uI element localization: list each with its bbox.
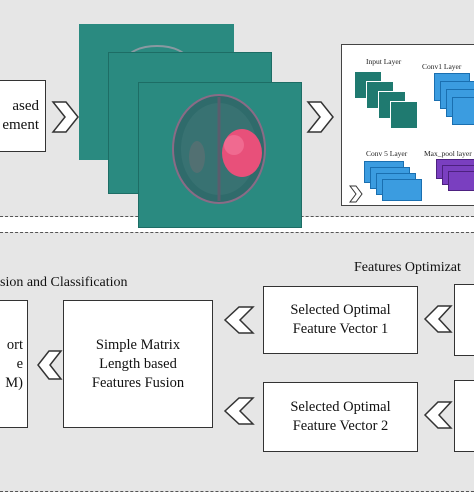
chevron-left-icon-1 [223, 306, 255, 334]
enhancement-box: ased ement [0, 80, 46, 152]
chevron-left-icon-fusion [37, 350, 63, 380]
selected-vector-1-box: Selected Optimal Feature Vector 1 [263, 286, 418, 354]
svm-box: ort e M) [0, 300, 28, 428]
chevron-left-icon-4 [423, 401, 453, 429]
input-layer-label: Input Layer [366, 57, 402, 66]
input-image-4 [390, 101, 418, 129]
fusion-box: Simple Matrix Length based Features Fusi… [63, 300, 213, 428]
enhancement-line-2: ement [2, 117, 39, 133]
enhancement-line-1: ased [12, 98, 39, 114]
selected-vector-2-box: Selected Optimal Feature Vector 2 [263, 382, 418, 452]
conv5-layer-label: Conv 5 Layer [366, 149, 408, 158]
conv1-block-4 [452, 97, 474, 125]
maxpool-layer-label: Max_pool layer [424, 149, 472, 158]
conv1-layer-label: Conv1 Layer [422, 62, 462, 71]
svm-line-1: ort [6, 336, 23, 353]
mri-slice-front [138, 82, 302, 228]
chevron-right-icon-2 [306, 101, 334, 133]
chevron-right-icon [51, 101, 79, 133]
chevron-left-icon-2 [223, 397, 255, 425]
svm-line-3: M) [5, 374, 23, 391]
cnn-architecture: Input Layer Conv1 Layer Conv 5 Layer Max… [341, 44, 474, 206]
fusion-classification-title: sion and Classification [0, 275, 128, 290]
chevron-left-icon-3 [423, 305, 453, 333]
small-chevron-icon [349, 185, 363, 203]
optimization-box-2 [454, 380, 474, 452]
optimization-box-1 [454, 284, 474, 356]
features-optimization-title: Features Optimizat [354, 260, 461, 275]
maxpool-block-3 [448, 171, 474, 191]
conv5-block-4 [382, 179, 422, 201]
svm-line-2: e [16, 355, 23, 372]
